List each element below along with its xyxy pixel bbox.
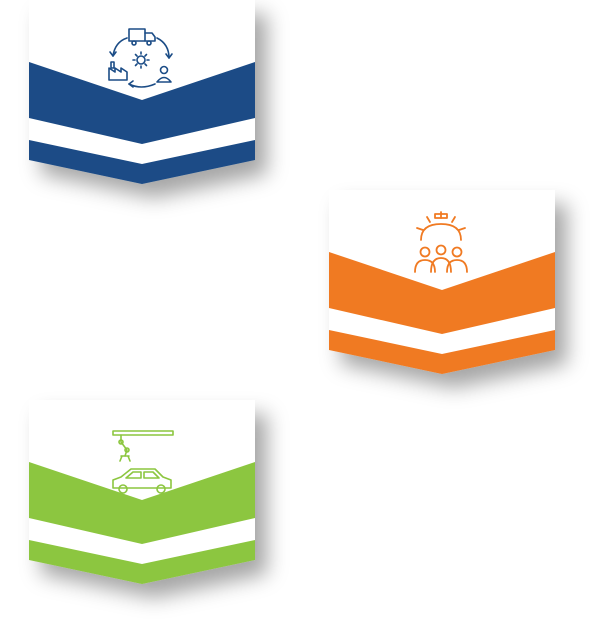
robotic-car-assembly-icon [112, 430, 174, 494]
badge-orange-graphic [329, 190, 555, 374]
badge-blue [29, 0, 255, 200]
badge-green [29, 400, 255, 600]
badge-orange [329, 190, 555, 390]
badge-blue-graphic [29, 0, 255, 184]
chevron-top-white [29, 400, 255, 500]
supply-chain-cycle-icon [108, 28, 173, 88]
team-gear-collaboration-icon [414, 211, 468, 273]
badge-green-graphic [29, 400, 255, 584]
chevron-top-white [329, 190, 555, 290]
chevron-top-white [29, 0, 255, 100]
